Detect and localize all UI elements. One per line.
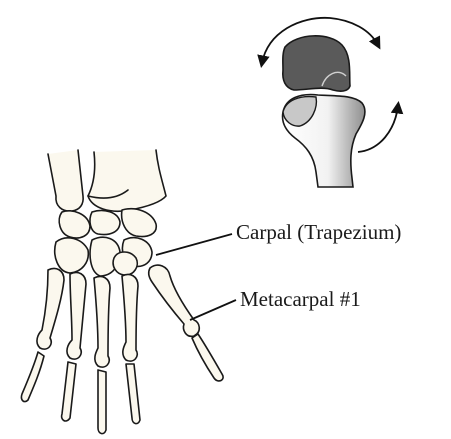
phalanx-middle: [98, 370, 106, 434]
carpal-trapezium: [113, 252, 137, 275]
metacarpal-1: [149, 265, 200, 336]
metacarpal-label: Metacarpal #1: [240, 289, 361, 310]
carpal-scaphoid: [122, 209, 157, 237]
metacarpal-2: [122, 274, 138, 361]
hand-skeleton: [21, 150, 223, 434]
phalanx-thumb: [192, 334, 223, 381]
phalanx-index: [126, 364, 140, 424]
trapezium-bone: [283, 36, 350, 91]
carpal-pisiform: [59, 211, 90, 238]
joint-inset: [262, 18, 398, 187]
metacarpal-leader-line: [190, 300, 236, 320]
metacarpal-4: [67, 272, 86, 359]
phalanx-ring: [62, 362, 76, 421]
ulna-bone: [48, 150, 83, 211]
carpal-hamate: [55, 238, 89, 273]
metacarpal-5: [37, 268, 64, 349]
carpal-lunate: [90, 210, 120, 234]
carpal-label: Carpal (Trapezium): [236, 222, 401, 243]
radius-bone: [88, 150, 166, 211]
metacarpal-3: [94, 276, 110, 367]
phalanx-little: [21, 352, 44, 402]
carpal-leader-line: [156, 234, 232, 255]
